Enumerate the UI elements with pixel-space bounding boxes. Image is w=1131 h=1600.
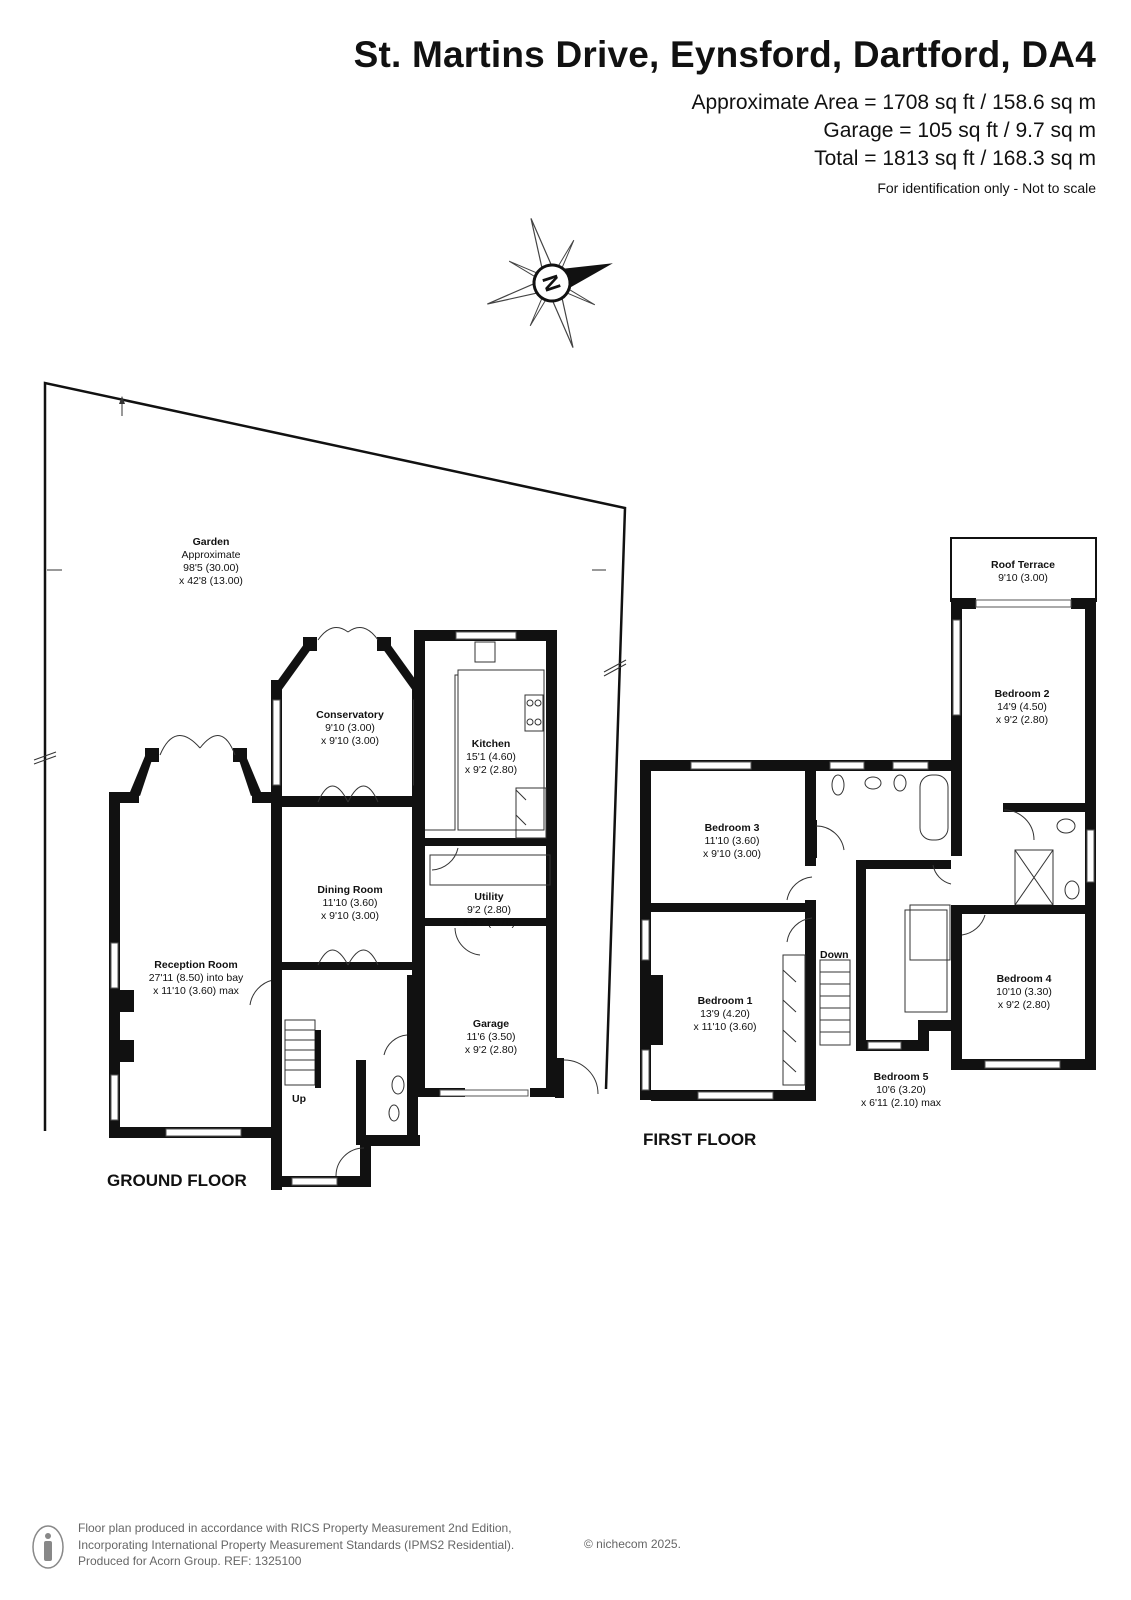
bedroom-5-label: Bedroom 5 10'6 (3.20) x 6'11 (2.10) max bbox=[861, 1071, 942, 1109]
room-dim: x 9'2 (2.80) bbox=[465, 764, 517, 776]
room-dim: x 9'10 (3.00) bbox=[321, 910, 379, 922]
room-name: Bedroom 2 bbox=[995, 688, 1050, 700]
room-name: Garden bbox=[193, 536, 230, 548]
roof-terrace-label: Roof Terrace 9'10 (3.00) bbox=[991, 559, 1055, 584]
nichecom-credit: © nichecom 2025. bbox=[584, 1537, 681, 1551]
room-dim: x 9'2 (2.80) bbox=[465, 1044, 517, 1056]
room-name: Bedroom 1 bbox=[698, 995, 753, 1007]
room-dim: x 9'10 (3.00) bbox=[703, 848, 761, 860]
room-dim: x 11'10 (3.60) bbox=[693, 1021, 756, 1033]
room-dim: 13'9 (4.20) bbox=[700, 1008, 750, 1020]
dining-room-label: Dining Room 11'10 (3.60) x 9'10 (3.00) bbox=[317, 884, 382, 922]
garden-label: Garden Approximate 98'5 (30.00) x 42'8 (… bbox=[179, 536, 243, 587]
kitchen-label: Kitchen 15'1 (4.60) x 9'2 (2.80) bbox=[465, 738, 517, 776]
garage-label: Garage 11'6 (3.50) x 9'2 (2.80) bbox=[465, 1018, 517, 1056]
room-name: Roof Terrace bbox=[991, 559, 1055, 571]
first-floor-label: FIRST FLOOR bbox=[643, 1130, 756, 1149]
garage-area: Garage = 105 sq ft / 9.7 sq m bbox=[823, 119, 1096, 142]
room-dim: 98'5 (30.00) bbox=[183, 562, 239, 574]
garden-boundary bbox=[43, 381, 627, 1131]
room-dim: 9'10 (3.00) bbox=[325, 722, 375, 734]
reception-room-walls bbox=[109, 735, 282, 1138]
room-dim: 10'6 (3.20) bbox=[876, 1084, 926, 1096]
room-dim: Approximate bbox=[182, 549, 241, 561]
room-name: Bedroom 5 bbox=[874, 1071, 929, 1083]
total-area: Total = 1813 sq ft / 168.3 sq m bbox=[814, 147, 1096, 170]
room-dim: 10'10 (3.30) bbox=[996, 986, 1052, 998]
bedroom-4-label: Bedroom 4 10'10 (3.30) x 9'2 (2.80) bbox=[996, 973, 1052, 1011]
approx-area: Approximate Area = 1708 sq ft / 158.6 sq… bbox=[691, 91, 1097, 114]
room-dim: 9'2 (2.80) bbox=[467, 904, 511, 916]
room-name: Bedroom 4 bbox=[997, 973, 1052, 985]
room-dim: 11'10 (3.60) bbox=[705, 835, 760, 847]
conservatory-label: Conservatory 9'10 (3.00) x 9'10 (3.00) bbox=[316, 709, 384, 747]
room-name: Utility bbox=[474, 891, 503, 903]
room-name: Reception Room bbox=[154, 959, 237, 971]
bedroom-1-label: Bedroom 1 13'9 (4.20) x 11'10 (3.60) bbox=[693, 995, 756, 1033]
room-name: Garage bbox=[473, 1018, 509, 1030]
bedroom-2-label: Bedroom 2 14'9 (4.50) x 9'2 (2.80) bbox=[995, 688, 1050, 726]
first-floor-walls bbox=[640, 537, 1097, 1101]
room-name: Dining Room bbox=[317, 884, 382, 896]
person-figure-icon bbox=[32, 1525, 64, 1569]
room-dim: 11'6 (3.50) bbox=[466, 1031, 515, 1043]
utility-label: Utility 9'2 (2.80) x 5'7 (1.70) bbox=[463, 891, 515, 929]
room-dim: 14'9 (4.50) bbox=[997, 701, 1047, 713]
room-name: Conservatory bbox=[316, 709, 384, 721]
reception-room-label: Reception Room 27'11 (8.50) into bay x 1… bbox=[149, 959, 244, 997]
ground-stairs-label: Up bbox=[292, 1093, 306, 1105]
plan-title: St. Martins Drive, Eynsford, Dartford, D… bbox=[353, 34, 1096, 75]
room-name: Kitchen bbox=[472, 738, 511, 750]
room-dim: x 42'8 (13.00) bbox=[179, 575, 243, 587]
room-dim: x 9'2 (2.80) bbox=[996, 714, 1048, 726]
kitchen-utility-garage-walls bbox=[414, 630, 599, 1098]
footer-line: Floor plan produced in accordance with R… bbox=[78, 1521, 512, 1535]
room-dim: x 6'11 (2.10) max bbox=[861, 1097, 942, 1109]
room-dim: x 9'10 (3.00) bbox=[321, 735, 379, 747]
footer-line: Produced for Acorn Group. REF: 1325100 bbox=[78, 1554, 302, 1568]
room-dim: 15'1 (4.60) bbox=[466, 751, 516, 763]
scale-note: For identification only - Not to scale bbox=[877, 180, 1096, 196]
dining-hall-walls bbox=[271, 800, 423, 1190]
room-dim: 11'10 (3.60) bbox=[323, 897, 378, 909]
compass-north-label: N bbox=[537, 272, 566, 295]
ground-floor-label: GROUND FLOOR bbox=[107, 1171, 247, 1190]
room-dim: x 5'7 (1.70) bbox=[463, 917, 515, 929]
room-dim: x 9'2 (2.80) bbox=[998, 999, 1050, 1011]
footer-line: Incorporating International Property Mea… bbox=[78, 1537, 515, 1552]
bedroom-3-label: Bedroom 3 11'10 (3.60) x 9'10 (3.00) bbox=[703, 822, 761, 860]
room-dim: x 11'10 (3.60) max bbox=[153, 985, 240, 997]
room-name: Bedroom 3 bbox=[705, 822, 760, 834]
footer-notes: Floor plan produced in accordance with R… bbox=[78, 1520, 514, 1570]
compass-rose-icon bbox=[487, 218, 613, 348]
first-stairs-label: Down bbox=[820, 949, 849, 961]
room-dim: 27'11 (8.50) into bay bbox=[149, 972, 244, 984]
room-dim: 9'10 (3.00) bbox=[998, 572, 1048, 584]
